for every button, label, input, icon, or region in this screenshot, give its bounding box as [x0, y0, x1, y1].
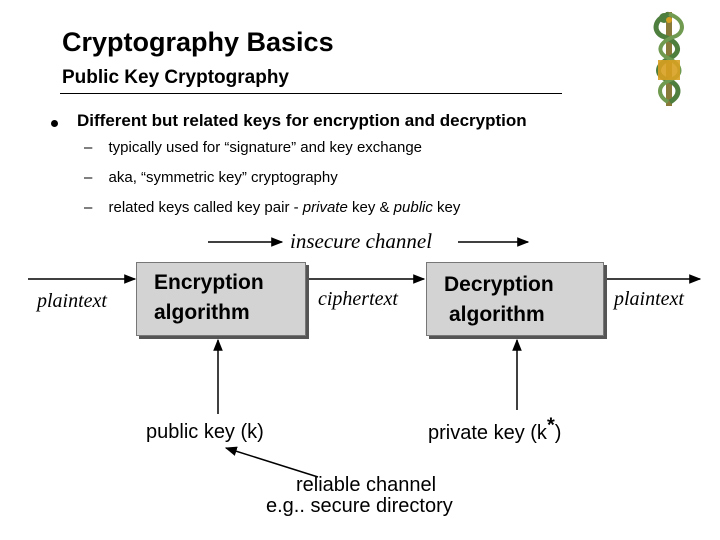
- sub-bullet-private: private: [302, 199, 348, 216]
- reliable-channel-arrow: [224, 446, 319, 478]
- sub-bullet-signature: – typically used for “signature” and key…: [84, 139, 422, 156]
- decryption-line2: algorithm: [449, 303, 545, 326]
- slide-title: Cryptography Basics: [62, 27, 334, 57]
- sub-bullet-public: public: [393, 199, 433, 216]
- insecure-channel-label: insecure channel: [290, 229, 433, 253]
- dash: –: [84, 169, 93, 186]
- encryption-algorithm-box: Encryption algorithm: [136, 262, 306, 336]
- private-key-text: private key (k: [428, 422, 547, 444]
- slide-subtitle: Public Key Cryptography: [62, 67, 289, 88]
- sub-bullet-key-pair: – related keys called key pair - private…: [84, 199, 460, 216]
- plaintext-output-label: plaintext: [614, 288, 684, 310]
- sub-bullet-text: typically used for “signature” and key e…: [108, 139, 423, 156]
- sub-bullet-aka: – aka, “symmetric key” cryptography: [84, 169, 338, 186]
- public-key-label: public key (k): [146, 421, 264, 443]
- private-key-close: ): [554, 422, 562, 444]
- bullet-dot: [51, 120, 58, 127]
- private-key-label: private key (k*): [428, 415, 562, 445]
- bullet-main: Different but related keys for encryptio…: [77, 111, 527, 130]
- ciphertext-label: ciphertext: [318, 288, 398, 310]
- encryption-line2: algorithm: [154, 301, 250, 324]
- sub-bullet-text-mid: key &: [347, 199, 394, 216]
- sub-bullet-text: aka, “symmetric key” cryptography: [108, 169, 338, 186]
- decryption-algorithm-box: Decryption algorithm: [426, 262, 604, 336]
- dash: –: [84, 199, 93, 216]
- encryption-line1: Encryption: [154, 271, 264, 294]
- reliable-channel-label: reliable channel: [296, 474, 437, 496]
- dash: –: [84, 139, 93, 156]
- private-key-star: *: [546, 414, 555, 437]
- plaintext-input-label: plaintext: [37, 290, 107, 312]
- decryption-line1: Decryption: [444, 273, 554, 296]
- sub-bullet-text-pre: related keys called key pair -: [108, 199, 303, 216]
- sub-bullet-text-post: key: [432, 199, 461, 216]
- secure-directory-label: e.g.. secure directory: [266, 495, 453, 517]
- caduceus-logo-icon: [653, 11, 684, 106]
- title-divider: [60, 93, 562, 94]
